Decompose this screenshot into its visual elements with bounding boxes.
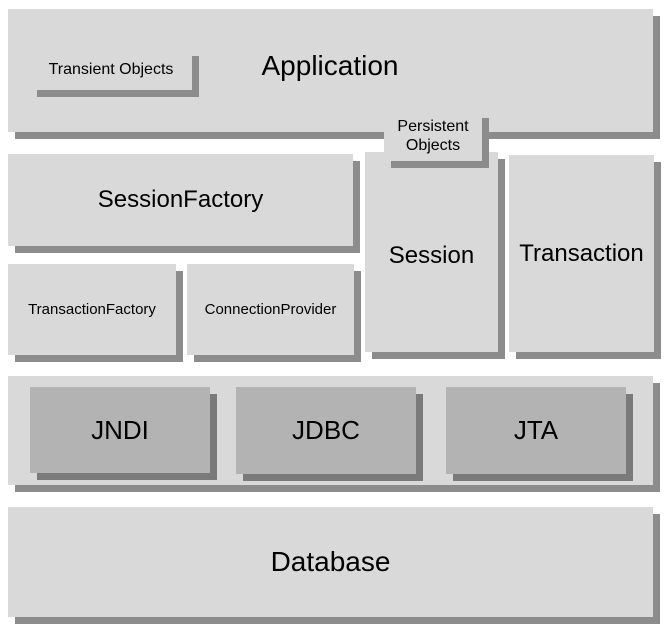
transaction-box: Transaction bbox=[509, 155, 654, 352]
session-box bbox=[365, 152, 498, 352]
session-label: Session bbox=[388, 242, 475, 269]
jta-box: JTA bbox=[446, 387, 626, 474]
application-label: Application bbox=[261, 50, 399, 81]
jndi-box: JNDI bbox=[30, 387, 210, 473]
transient-objects-box: Transient Objects bbox=[30, 49, 192, 90]
database-box: Database bbox=[8, 507, 653, 617]
persistent-objects-box: Persistent Objects bbox=[384, 111, 482, 161]
transaction-factory-box: TransactionFactory bbox=[8, 264, 176, 355]
jdbc-box: JDBC bbox=[236, 387, 416, 474]
connection-provider-box: ConnectionProvider bbox=[187, 264, 354, 355]
session-factory-box: SessionFactory bbox=[8, 154, 353, 246]
